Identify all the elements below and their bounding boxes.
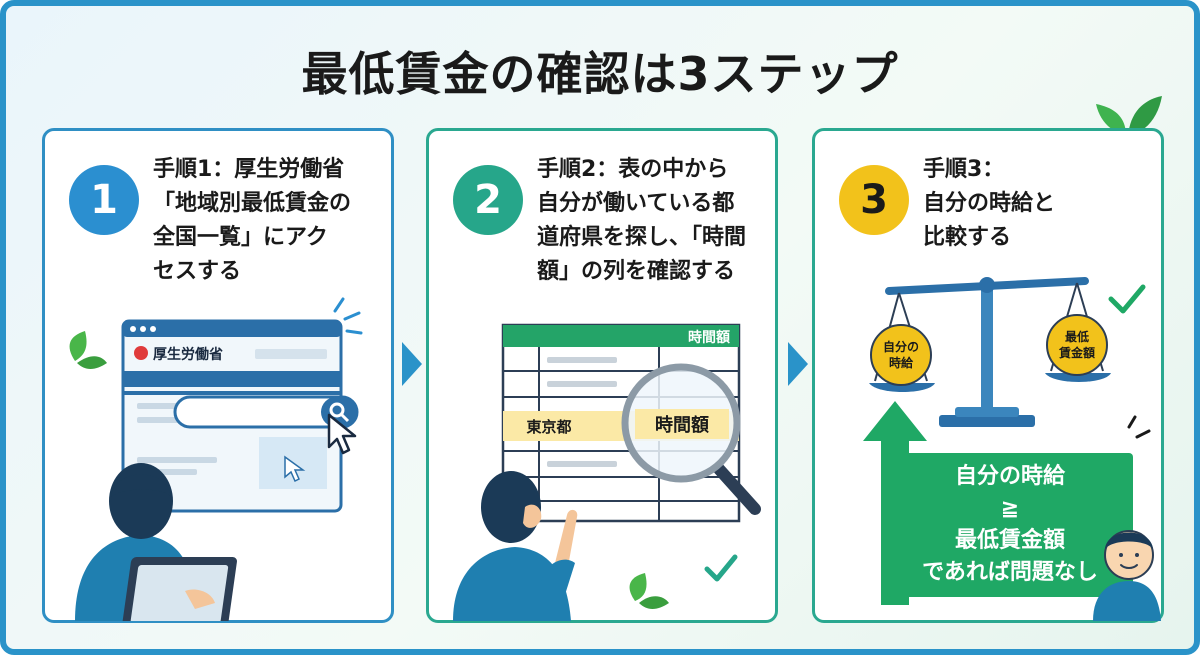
person-illustration — [75, 463, 237, 621]
step-card-1: 1 手順1：厚生労働省 「地域別最低賃金の 全国一覧」にアク セスする 厚生労働… — [42, 128, 394, 623]
arrow-right-icon — [788, 342, 808, 386]
leaf-icon — [629, 573, 669, 609]
person-illustration — [1093, 530, 1161, 621]
step-description: 手順2：表の中から 自分が働いている都 道府県を探し、「時間 額」の列を確認する — [537, 153, 769, 289]
result-line: ≧ — [1000, 496, 1020, 521]
browser-illustration: 厚生労働省 — [69, 297, 363, 621]
coin-label-mine: 自分の — [883, 339, 919, 354]
cursor-icon — [327, 413, 357, 455]
step-text-line: 自分が働いている都 — [537, 191, 735, 216]
browser-site-name: 厚生労働省 — [153, 346, 223, 363]
leaf-icon — [69, 331, 107, 369]
step-text-line: 比較する — [923, 225, 1012, 250]
balance-scale-icon: 自分の 時給 最低 賃金額 — [869, 277, 1111, 427]
step-text-line: 手順1：厚生労働省 — [153, 157, 345, 182]
check-icon — [1108, 284, 1146, 314]
sparkle-icon — [333, 297, 363, 335]
result-line: 自分の時給 — [954, 464, 1065, 489]
result-box: 自分の時給 ≧ 最低賃金額 であれば問題なし — [887, 453, 1133, 597]
coin-label-minimum: 最低 — [1065, 329, 1089, 344]
row-prefecture-label: 東京都 — [526, 418, 571, 436]
result-line: 最低賃金額 — [954, 528, 1065, 553]
step-text-line: セスする — [153, 259, 242, 284]
step-number-badge: 2 — [453, 165, 523, 235]
check-icon — [704, 554, 738, 582]
step-text-line: 自分の時給と — [923, 191, 1056, 216]
sparkle-icon — [1127, 415, 1151, 439]
step-description: 手順3： 自分の時給と 比較する — [923, 153, 1155, 255]
magnifier-icon: 時間額 — [621, 363, 761, 515]
step-number-badge: 1 — [69, 165, 139, 235]
svg-text:賃金額: 賃金額 — [1058, 345, 1095, 360]
step-text-line: 額」の列を確認する — [537, 259, 736, 284]
arrow-right-icon — [402, 342, 422, 386]
step-text-line: 「地域別最低賃金の — [153, 191, 352, 216]
step-text-line: 道府県を探し、「時間 — [537, 225, 747, 250]
person-illustration — [453, 471, 578, 621]
step-text-line: 手順3： — [923, 157, 1005, 182]
search-icon — [329, 402, 350, 423]
step-description: 手順1：厚生労働省 「地域別最低賃金の 全国一覧」にアク セスする — [153, 153, 385, 289]
step-card-2: 2 手順2：表の中から 自分が働いている都 道府県を探し、「時間 額」の列を確認… — [426, 128, 778, 623]
row-value-label: 時間額 — [655, 414, 709, 436]
step-text-line: 全国一覧」にアク — [153, 225, 328, 250]
step-card-3: 3 手順3： 自分の時給と 比較する 自分の 時給 — [812, 128, 1164, 623]
svg-text:時給: 時給 — [889, 355, 914, 370]
page-title: 最低賃金の確認は3ステップ — [301, 47, 899, 101]
table-illustration: 時間額 東京都 時間額 — [453, 323, 761, 621]
result-line: であれば問題なし — [922, 560, 1098, 585]
step-text-line: 手順2：表の中から — [537, 157, 729, 182]
table-header-label: 時間額 — [688, 329, 730, 346]
step-number-badge: 3 — [839, 165, 909, 235]
